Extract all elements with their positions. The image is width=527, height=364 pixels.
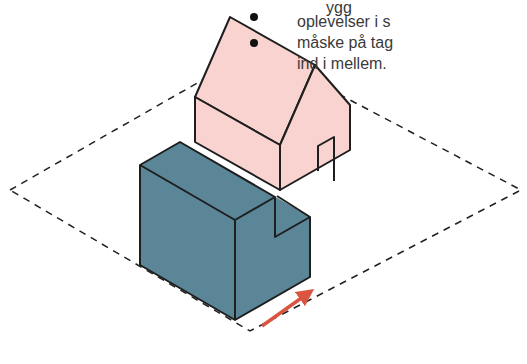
bullet-dot (250, 39, 258, 47)
note-text: oplevelser i s (297, 12, 390, 32)
new-building (140, 142, 310, 320)
bullet-dot (250, 13, 258, 21)
note-text: ind i mellem. (297, 54, 387, 74)
direction-arrow (262, 294, 307, 326)
note-text: måske på tag (297, 33, 393, 53)
